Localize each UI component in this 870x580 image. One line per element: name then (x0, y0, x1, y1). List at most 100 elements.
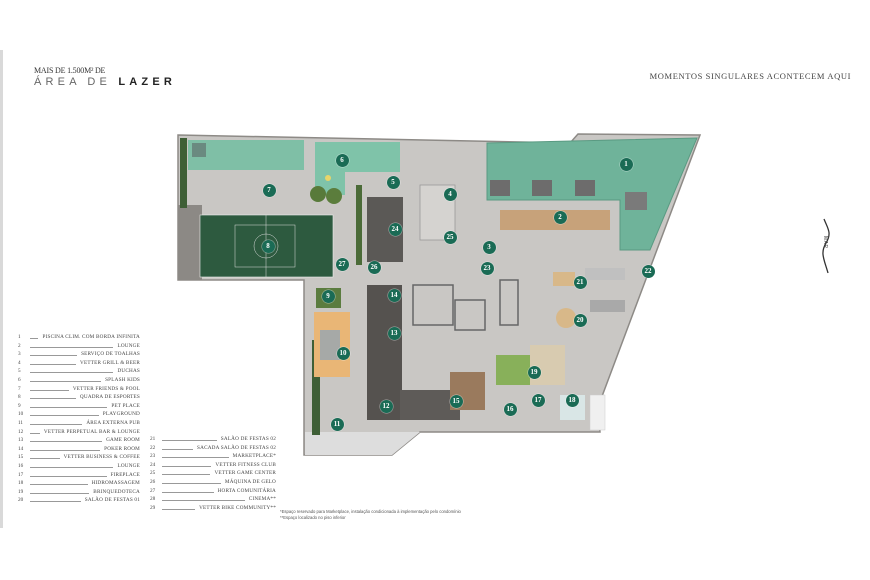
marker-16[interactable]: 16 (503, 402, 517, 416)
legend-leader-line (162, 457, 229, 459)
legend-item-number: 4 (18, 359, 21, 366)
legend-leader-line (30, 406, 107, 408)
legend-item: 9Pet place (18, 402, 140, 411)
legend-leader-line (162, 465, 211, 467)
legend-item-label: Serviço de toalhas (81, 351, 140, 358)
marker-12[interactable]: 12 (379, 399, 393, 413)
legend-column-1: 1 Piscina clim. com borda infinita 2Lounge… (18, 333, 140, 505)
legend-item-number: 29 (150, 504, 156, 511)
legend-item-label: Poker room (104, 445, 140, 452)
legend-item: 11Área externa pub (18, 419, 140, 428)
legend-item: 15 Vetter business & coffee (18, 453, 140, 462)
legend-item-number: 9 (18, 402, 21, 409)
marker-6[interactable]: 6 (335, 153, 349, 167)
marker-21[interactable]: 21 (573, 275, 587, 289)
legend-item: 1 Piscina clim. com borda infinita (18, 333, 140, 342)
legend-item-label: Brinquedoteca (93, 488, 140, 495)
legend-leader-line (30, 423, 82, 425)
legend-item-number: 15 (18, 454, 24, 461)
legend-item: 29 Vetter bike community** (150, 504, 276, 513)
legend-leader-line (30, 492, 89, 494)
legend-item: 18 Hidromassagem (18, 479, 140, 488)
marker-11[interactable]: 11 (330, 417, 344, 431)
legend-item-number: 25 (150, 470, 156, 477)
legend-item: 12 Vetter perpetual bar & lounge (18, 428, 140, 437)
legend-item-number: 6 (18, 376, 21, 383)
marker-26[interactable]: 26 (367, 260, 381, 274)
marker-3[interactable]: 3 (482, 240, 496, 254)
legend-item: 4Vetter grill & beer (18, 359, 140, 368)
legend-item-number: 14 (18, 445, 24, 452)
legend-item-number: 8 (18, 394, 21, 401)
marker-13[interactable]: 13 (387, 326, 401, 340)
legend-item-label: Vetter perpetual bar & lounge (43, 428, 140, 435)
marker-9[interactable]: 9 (321, 289, 335, 303)
legend-leader-line (30, 458, 60, 460)
legend-item: 13Game room (18, 436, 140, 445)
marker-17[interactable]: 17 (531, 393, 545, 407)
marker-27[interactable]: 27 (335, 257, 349, 271)
legend-leader-line (30, 363, 76, 365)
left-border (0, 50, 3, 528)
marker-25[interactable]: 25 (443, 230, 457, 244)
legend-item-number: 19 (18, 488, 24, 495)
marker-14[interactable]: 14 (387, 288, 401, 302)
legend-item-label: Vetter bike community** (199, 504, 276, 511)
marker-7[interactable]: 7 (262, 183, 276, 197)
legend-item-label: Sacada salão de festas 02 (197, 444, 276, 451)
legend-item-label: Vetter business & coffee (63, 454, 140, 461)
footnote-2: **Espaço localizado no piso inferior (280, 515, 346, 520)
marker-15[interactable]: 15 (449, 394, 463, 408)
marker-19[interactable]: 19 (527, 365, 541, 379)
legend-item-number: 2 (18, 342, 21, 349)
legend-item-label: Piscina clim. com borda infinita (42, 334, 140, 340)
marker-22[interactable]: 22 (641, 264, 655, 278)
marker-1[interactable]: 1 (619, 157, 633, 171)
legend-item: 20Salão de festas 01 (18, 496, 140, 505)
legend-item-number: 1 (18, 334, 21, 340)
header-subtitle: MAIS DE 1.500M² DE (34, 66, 106, 75)
legend-item-number: 7 (18, 385, 21, 392)
legend-leader-line (30, 466, 113, 468)
legend-item-label: Quadra de esportes (79, 394, 140, 401)
marker-2[interactable]: 2 (553, 210, 567, 224)
legend-item-number: 27 (150, 487, 156, 494)
header-title-bold: LAZER (118, 76, 177, 88)
legend-item-number: 17 (18, 471, 24, 478)
legend-leader-line (30, 475, 107, 477)
legend-item: 23 Marketplace* (150, 452, 276, 461)
marker-4[interactable]: 4 (443, 187, 457, 201)
legend-item-label: Máquina de gelo (224, 478, 276, 485)
marker-24[interactable]: 24 (388, 222, 402, 236)
legend-item-label: Hidromassagem (91, 480, 140, 487)
legend-item-number: 12 (18, 428, 24, 435)
marker-5[interactable]: 5 (386, 175, 400, 189)
legend-item-number: 18 (18, 480, 24, 487)
legend-item-label: Splash kids (105, 376, 140, 383)
legend-leader-line (30, 355, 77, 357)
marker-10[interactable]: 10 (336, 346, 350, 360)
legend-item: 28Cinema** (150, 495, 276, 504)
marker-18[interactable]: 18 (565, 393, 579, 407)
legend-leader-line (30, 432, 40, 434)
legend-item-number: 10 (18, 411, 24, 418)
legend-item-label: Game room (106, 437, 140, 444)
legend-item-number: 21 (150, 436, 156, 442)
legend-item-number: 16 (18, 462, 24, 469)
marker-23[interactable]: 23 (480, 261, 494, 275)
marker-20[interactable]: 20 (573, 313, 587, 327)
legend-item-number: 20 (18, 497, 24, 504)
game-poker-bar (367, 285, 402, 420)
legend-leader-line (162, 448, 193, 450)
footnote-1: *Espaço reservado para Marketplace, inst… (280, 509, 461, 514)
legend-leader-line (162, 508, 195, 510)
marker-8[interactable]: 8 (261, 239, 275, 253)
legend-item: 21Salão de festas 02 (150, 435, 276, 444)
legend-item-label: Lounge (117, 462, 140, 469)
legend-column-2: 21Salão de festas 0222Sacada salão de fe… (150, 435, 276, 512)
legend-leader-line (30, 415, 99, 417)
legend-item-number: 23 (150, 453, 156, 460)
legend-item-label: Marketplace* (232, 453, 276, 460)
legend-item: 7Vetter friends & pool (18, 385, 140, 394)
